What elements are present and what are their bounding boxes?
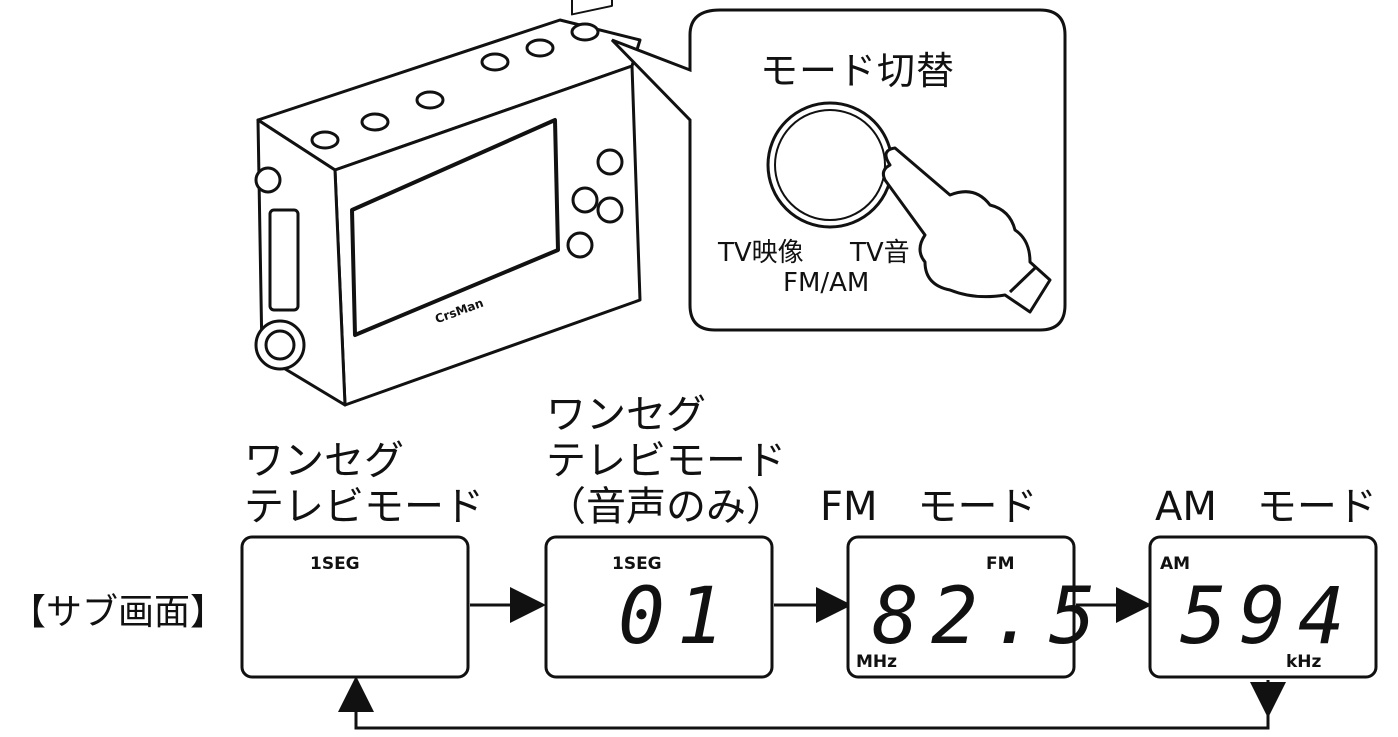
knob-label-tv-audio: TV音: [850, 238, 910, 268]
knob-label-tv-video: TV映像: [718, 238, 804, 268]
callout-title: モード切替: [760, 49, 956, 93]
lcd-4-indicator: AM: [1160, 554, 1191, 574]
lcd-2-indicator: 1SEG: [612, 554, 662, 574]
lcd-3-unit: MHz: [856, 652, 898, 672]
radio-tv-device: [254, 0, 642, 407]
mode-label-1seg-tv: ワンセグ テレビモード: [244, 438, 484, 530]
lcd-2-readout: 01: [618, 572, 736, 662]
lcd-screens: [240, 535, 1378, 679]
knob-label-fm-am: FM/AM: [783, 268, 870, 298]
mode-label-fm: FM モード: [820, 484, 1038, 530]
mode-label-1seg-audio: ワンセグ テレビモード （音声のみ）: [546, 392, 786, 530]
lcd-3-indicator: FM: [986, 554, 1015, 574]
sub-screen-label: 【サブ画面】: [10, 592, 227, 633]
mode-label-am: AM モード: [1155, 484, 1377, 530]
pointing-hand-icon: [881, 146, 1052, 314]
lcd-4-unit: kHz: [1286, 652, 1322, 672]
lcd-3-readout: 82.5: [872, 572, 1108, 662]
lcd-4-readout: 594: [1180, 572, 1357, 662]
lcd-1-indicator: 1SEG: [310, 554, 360, 574]
flow-arrows: [338, 587, 1286, 730]
